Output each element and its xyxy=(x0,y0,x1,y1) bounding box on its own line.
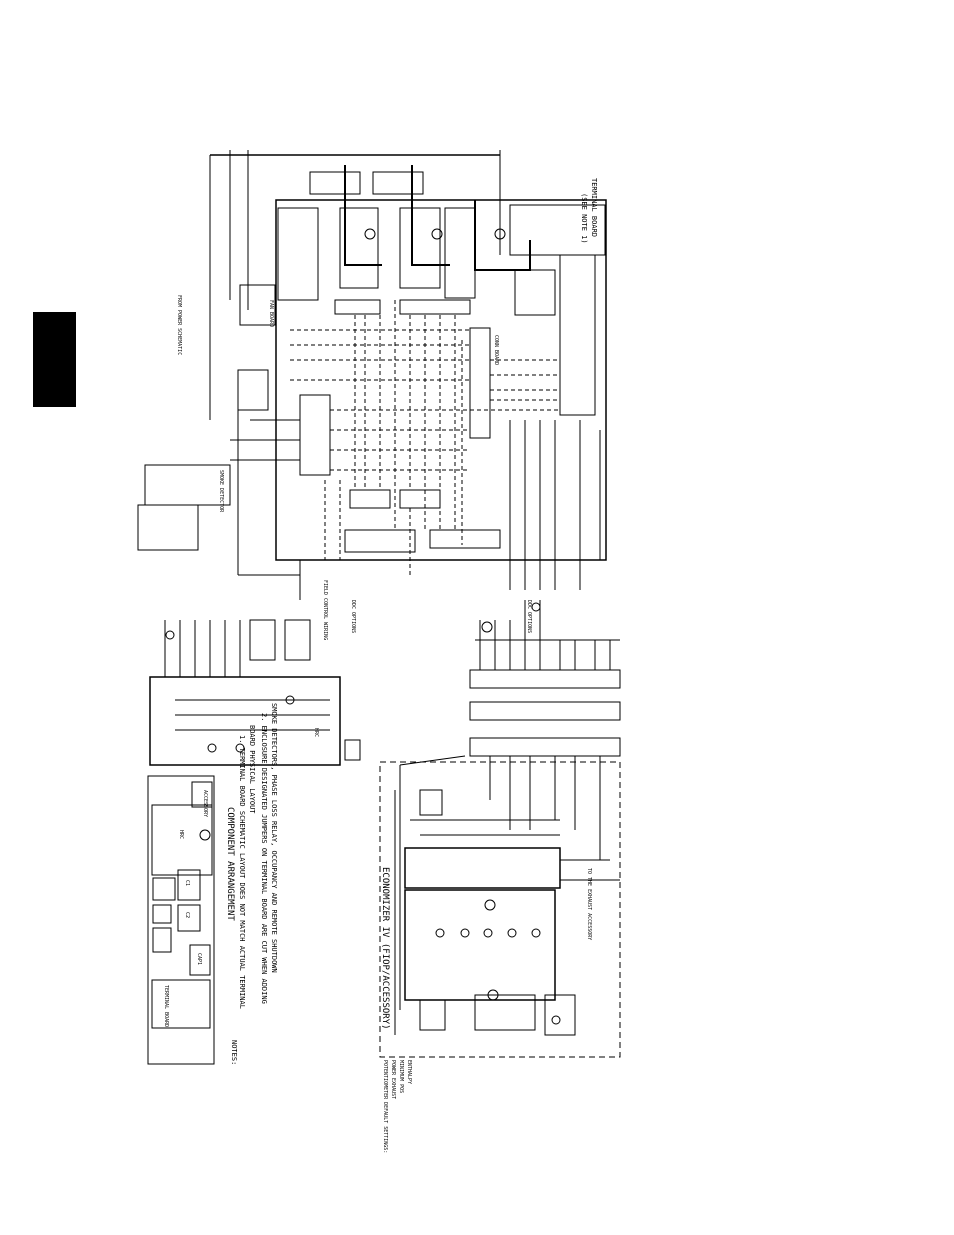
note-2: 2. ENCLOSURE DESIGNATED JUMPERS ON TERMI… xyxy=(260,713,268,1004)
cap1-label: CAP1 xyxy=(196,953,202,965)
note-1: 1. TERMINAL BOARD SCHEMATIC LAYOUT DOES … xyxy=(238,735,246,1009)
enthalpy-label: ENTHALPY xyxy=(406,1060,412,1084)
accessory-label: ACCESSORY xyxy=(202,790,208,817)
field-control-wiring: FIELD CONTROL WIRING xyxy=(322,580,328,640)
terminal-board-comp-label: TERMINAL BOARD xyxy=(163,985,169,1027)
power-exhaust-label: POWER EXHAUST xyxy=(390,1060,396,1099)
note-1b: BOARD PHYSICAL LAYOUT xyxy=(248,725,256,814)
minimum-pos-label: MINIMUM POS xyxy=(398,1060,404,1093)
ddc-options-label-2: DDC OPTIONS xyxy=(526,600,532,633)
note-2b: SMOKE DETECTORS, PHASE LOSS RELAY, OCCUP… xyxy=(270,703,278,973)
from-power-schematic: FROM POWER SCHEMATIC xyxy=(176,295,182,355)
hrc-label: HRC xyxy=(178,830,184,839)
fan-board-label: FAN BOARD xyxy=(268,300,274,327)
c1-label: C1 xyxy=(184,880,190,886)
conn-board-label: CONN BOARD xyxy=(493,335,499,365)
section-tab xyxy=(33,312,76,407)
hrc-board-label: HRC xyxy=(313,728,319,737)
smoke-detector-label: SMOKE DETECTOR xyxy=(218,470,224,513)
economizer-title: ECONOMIZER IV (FIOP/ACCESSORY) xyxy=(380,867,390,1030)
component-arrangement-title: COMPONENT ARRANGEMENT xyxy=(225,807,235,921)
notes-header: NOTES: xyxy=(230,1040,238,1065)
terminal-board-title: TERMINAL BOARD xyxy=(590,178,598,237)
ddc-options-label: DDC OPTIONS xyxy=(350,600,356,633)
exhaust-note: TO THE EXHAUST ACCESSORY xyxy=(586,868,592,940)
c2-label: C2 xyxy=(184,912,190,918)
potentiometer-settings: POTENTIOMETER DEFAULT SETTINGS: xyxy=(382,1060,388,1153)
terminal-board-note: (SEE NOTE 1) xyxy=(580,193,588,244)
